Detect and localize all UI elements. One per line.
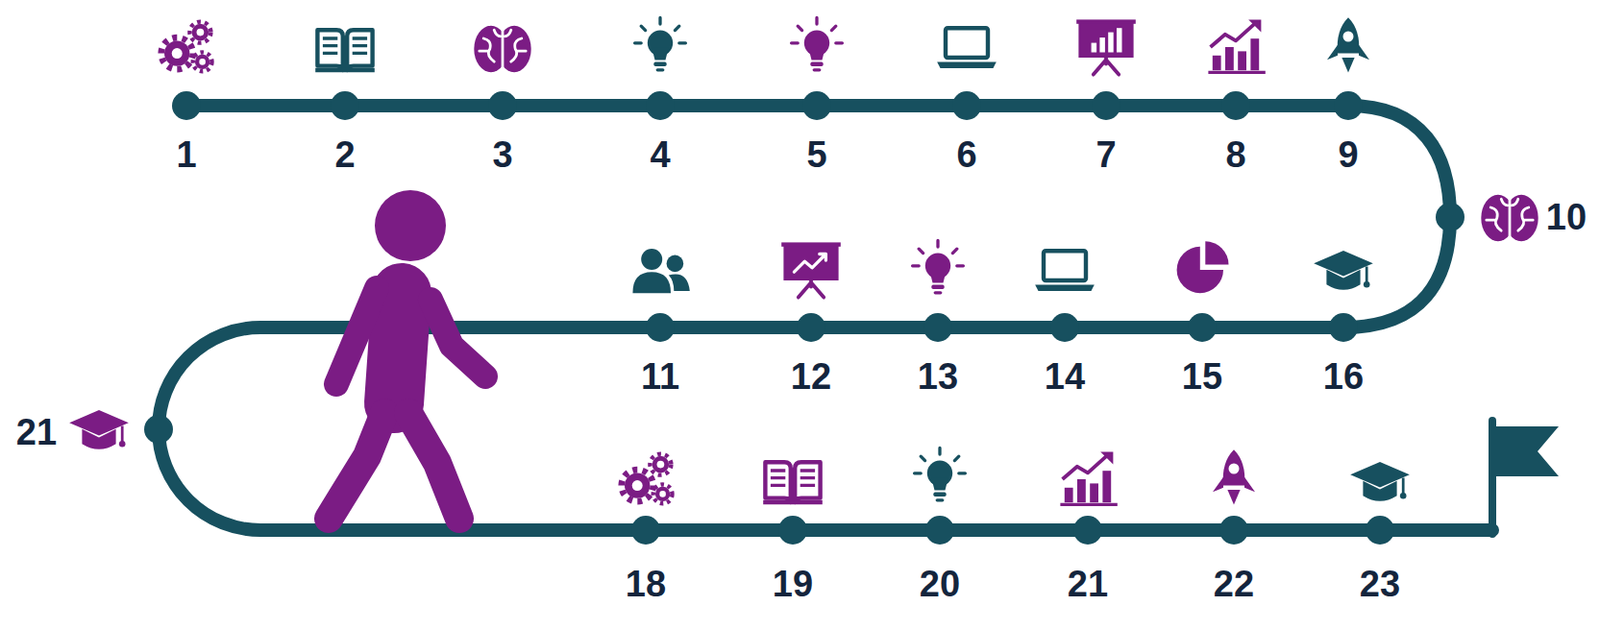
callout-number: 10 bbox=[1546, 198, 1587, 236]
callout-number: 18 bbox=[625, 566, 666, 603]
callout-number: 19 bbox=[772, 566, 813, 603]
road-path bbox=[158, 105, 1493, 531]
callout-number: 1 bbox=[175, 136, 197, 173]
finish-flag bbox=[1492, 420, 1559, 535]
stop-icons bbox=[69, 17, 1539, 505]
callout-number: 12 bbox=[790, 358, 832, 395]
callout-number: 21 bbox=[1067, 566, 1108, 603]
callout-number: 4 bbox=[649, 136, 670, 173]
callout-number: 16 bbox=[1323, 358, 1364, 395]
callout-number: 14 bbox=[1044, 358, 1085, 395]
callout-number: 2 bbox=[334, 136, 355, 173]
callout-number: 21 bbox=[16, 414, 57, 451]
callout-number: 7 bbox=[1095, 136, 1116, 173]
callout-number: 11 bbox=[640, 358, 680, 395]
callout-number: 13 bbox=[917, 358, 959, 395]
callout-number: 5 bbox=[806, 136, 827, 173]
stop-dots bbox=[144, 91, 1465, 545]
walking-person bbox=[328, 190, 486, 519]
callout-number: 15 bbox=[1181, 358, 1223, 395]
callout-number: 8 bbox=[1225, 136, 1246, 173]
callout-number: 22 bbox=[1213, 566, 1255, 603]
callout-number: 3 bbox=[492, 136, 513, 173]
callout-number: 6 bbox=[956, 136, 977, 173]
callout-number: 20 bbox=[919, 566, 960, 603]
callout-number: 9 bbox=[1337, 136, 1358, 173]
callout-number: 23 bbox=[1359, 566, 1401, 603]
